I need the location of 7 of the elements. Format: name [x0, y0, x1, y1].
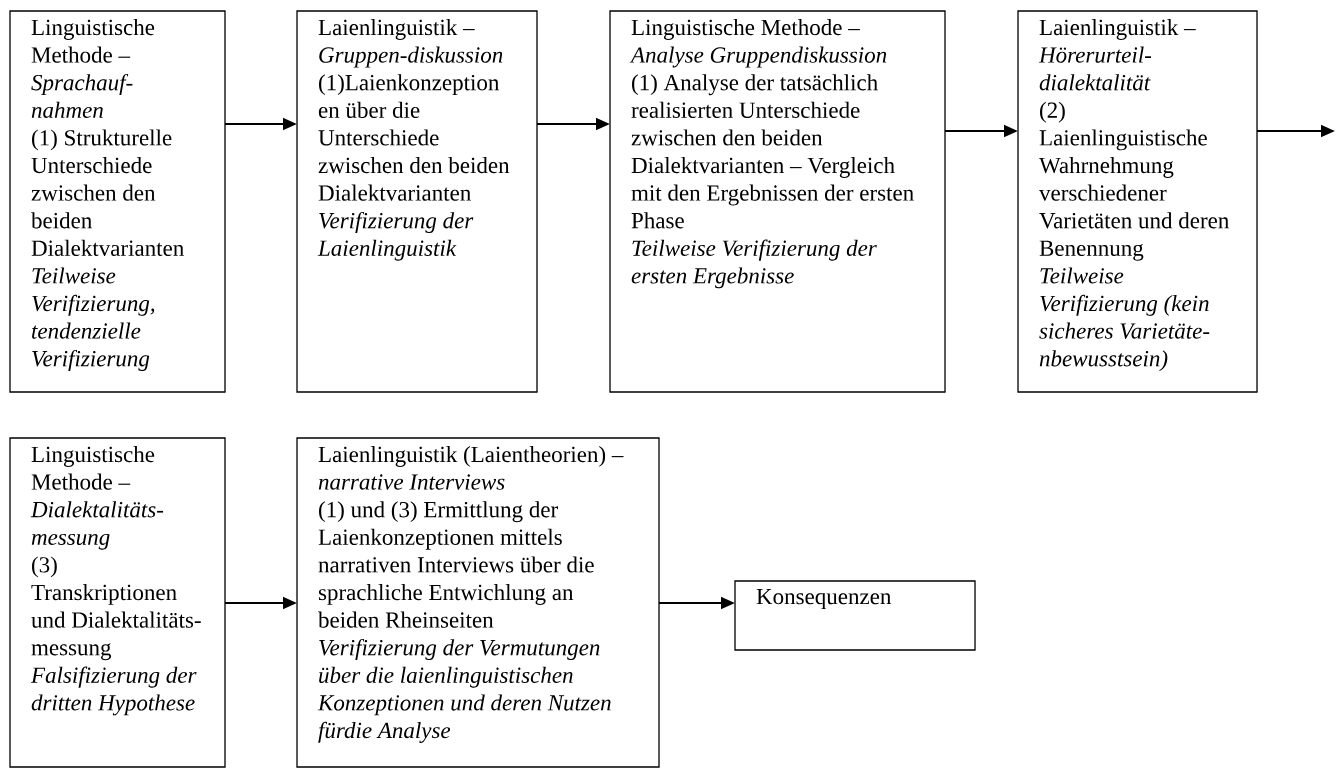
- process-box: Laienlinguistik – Gruppen-diskussion (1)Laienkonzeption en über die Unterschiede zwischen den beiden Dialektvarianten Verifizierung der Laienlinguistik: [296, 10, 538, 393]
- process-box: Linguistische Methode – Dialektalitäts- messung (3) Transkriptionen und Dialektalitäts- messung Falsifizierung der dritten Hypothese: [9, 437, 226, 768]
- process-box: Linguistische Methode – Analyse Gruppendiskussion (1) Analyse der tatsächlich realisierten Unterschiede zwischen den beiden Dialektvarianten – Vergleich mit den Ergebnissen der ersten Phase Teilweise Verifizierung der ersten Ergebnisse: [609, 10, 946, 393]
- process-box: Konsequenzen: [734, 580, 976, 651]
- process-box: Linguistische Methode – Sprachauf- nahmen (1) Strukturelle Unterschiede zwischen den beiden Dialektvarianten Teilweise Verifizierung, tendenzielle Verifizierung: [9, 10, 226, 393]
- process-box: Laienlinguistik – Hörerurteil- dialektalität (2) Laienlinguistische Wahrnehmung verschiedener Varietäten und deren Benennung Teilweise Verifizierung (kein sicheres Varietäte- nbewusstsein): [1017, 10, 1258, 393]
- process-box: Laienlinguistik (Laientheorien) – narrative Interviews (1) und (3) Ermittlung der Laienkonzeptionen mittels narrativen Interviews über die sprachliche Entwichlung an beiden Rheinseiten Verifizierung der Vermutungen über die laienlinguistischen Konzeptionen und deren Nutzen fürdie Analyse: [296, 437, 660, 768]
